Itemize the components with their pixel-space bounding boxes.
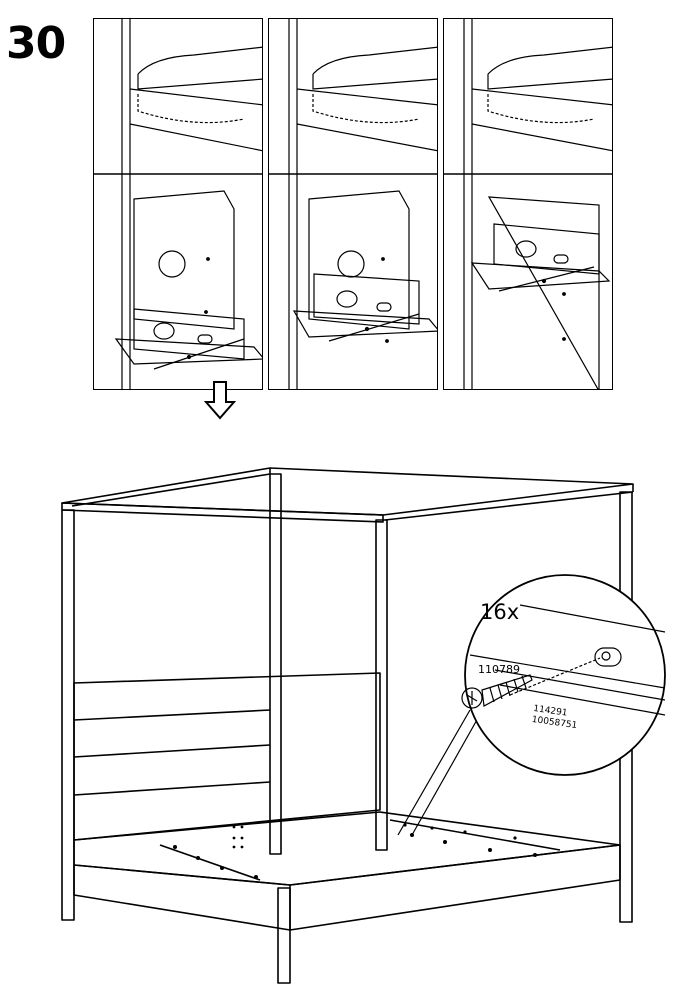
step-number: 30	[6, 18, 66, 69]
instruction-panel-1	[93, 18, 263, 390]
instruction-panel-2	[268, 18, 438, 390]
canopy-bed-illustration	[61, 467, 634, 984]
part-number-screw: 110789	[478, 663, 520, 676]
quantity-label: 16x	[480, 600, 520, 624]
down-arrow-icon	[203, 381, 237, 420]
instruction-panel-3	[443, 18, 613, 390]
detail-magnifier	[461, 574, 666, 776]
